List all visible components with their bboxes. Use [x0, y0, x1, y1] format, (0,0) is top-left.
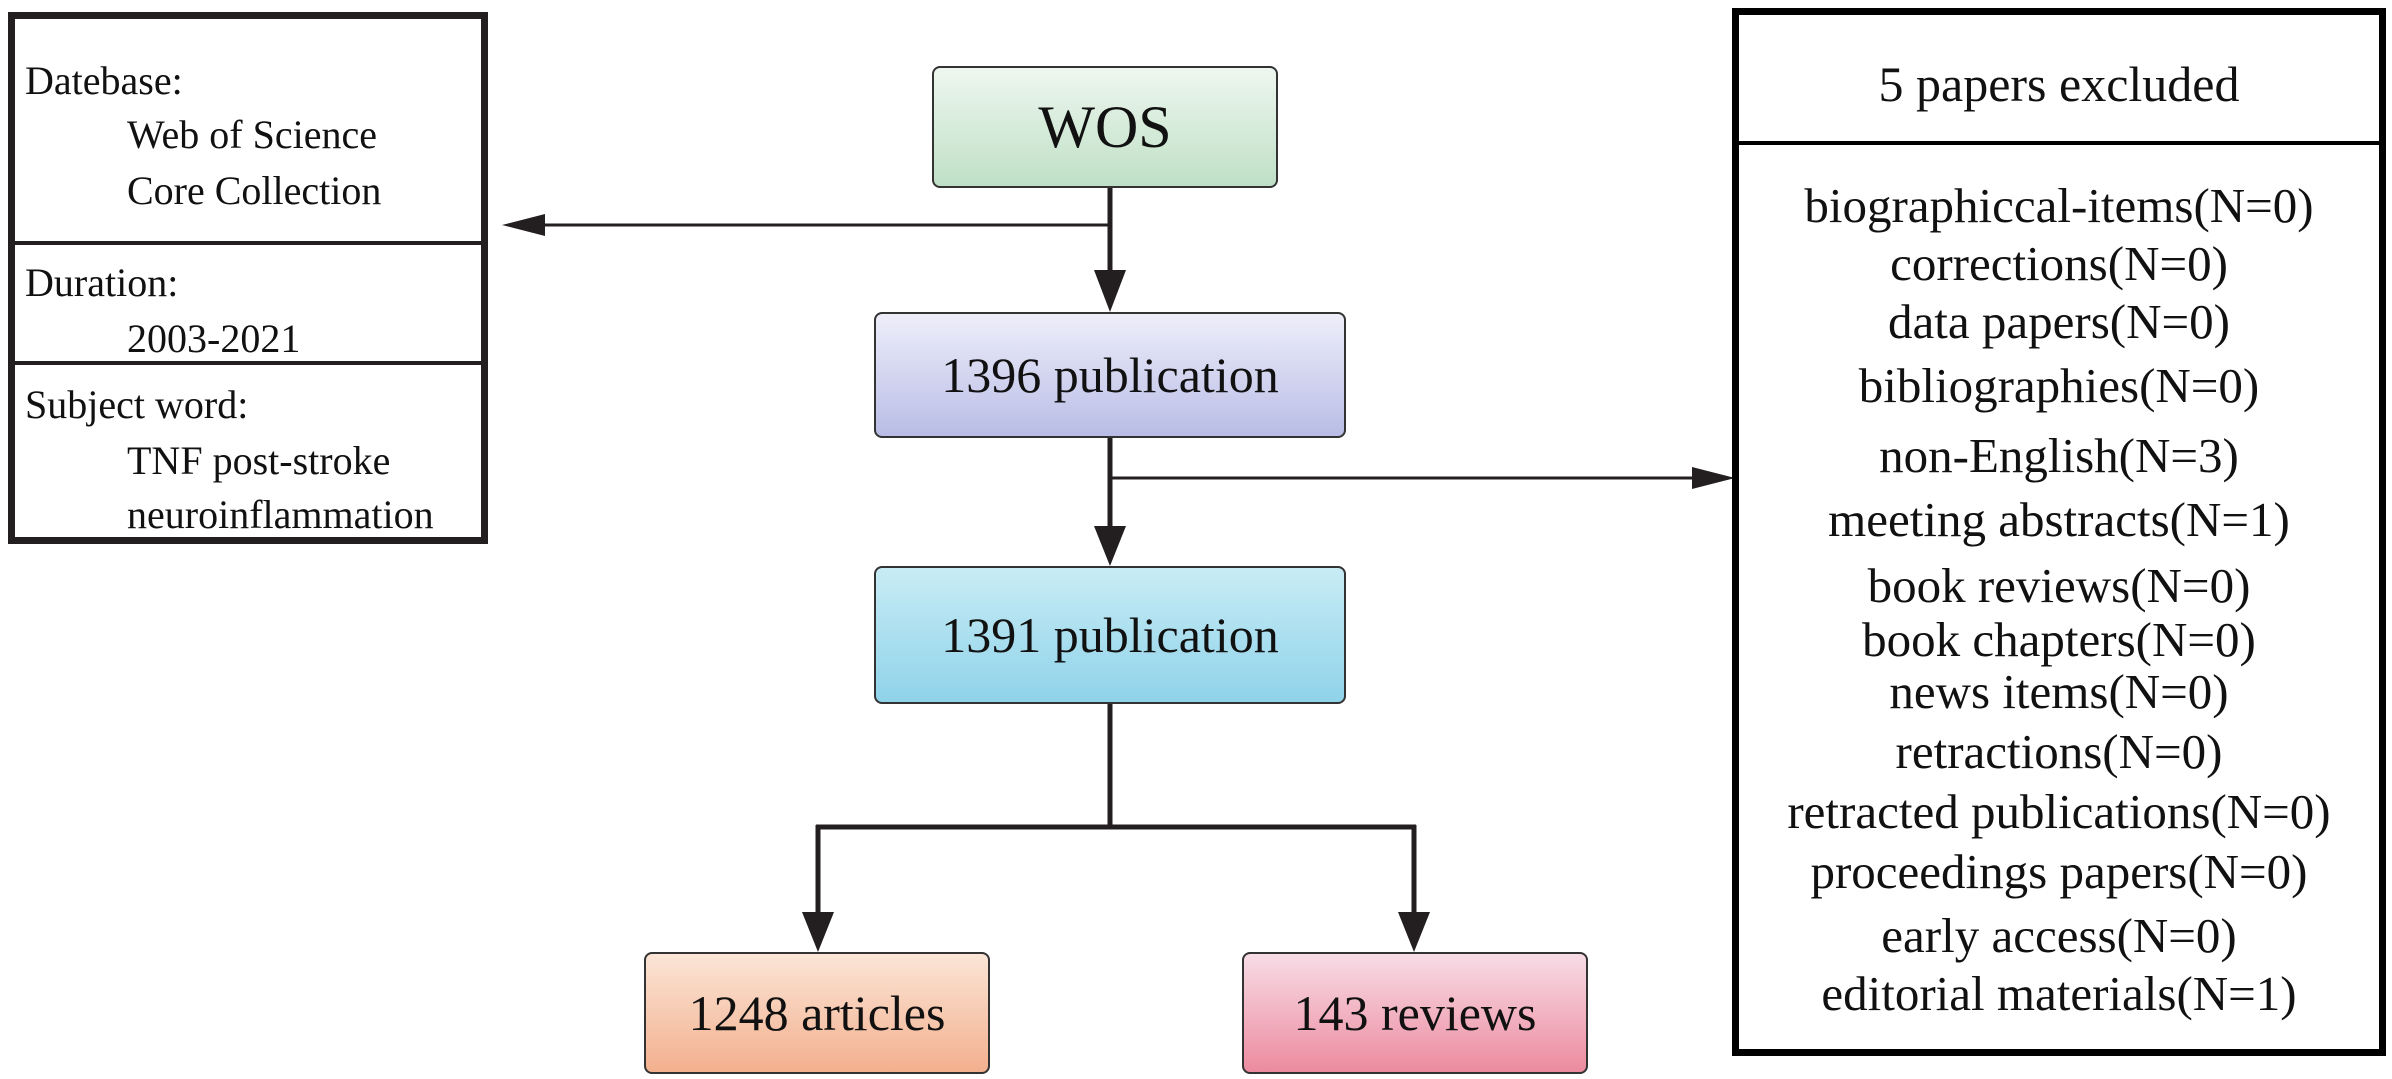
excluded-item: retractions(N=0): [1895, 724, 2223, 779]
reviews-node: 143 reviews: [1242, 952, 1588, 1074]
arrow-to-excluded-panel: [1110, 467, 1735, 489]
divider: [1739, 141, 2379, 145]
excluded-item: book chapters(N=0): [1862, 612, 2256, 667]
subject-line: neuroinflammation: [127, 492, 434, 537]
duration-label: Duration:: [25, 260, 179, 305]
duration-value: 2003-2021: [127, 316, 301, 361]
excluded-item: non-English(N=3): [1879, 428, 2239, 483]
excluded-title: 5 papers excluded: [1878, 56, 2240, 112]
publication-1391-node: 1391 publication: [874, 566, 1346, 704]
excluded-item: data papers(N=0): [1888, 294, 2230, 349]
excluded-item: proceedings papers(N=0): [1810, 844, 2308, 899]
arrow-1391-split: [802, 704, 1430, 952]
database-section: Datebase: Web of Science Core Collection: [15, 19, 481, 241]
subject-label: Subject word:: [25, 382, 249, 427]
publication-1396-node: 1396 publication: [874, 312, 1346, 438]
wos-node: WOS: [932, 66, 1278, 188]
subject-section: Subject word: TNF post-stroke neuroinfla…: [15, 365, 481, 545]
database-line: Web of Science: [127, 112, 377, 157]
excluded-item: biographiccal-items(N=0): [1804, 178, 2314, 233]
divider: [15, 241, 481, 245]
excluded-item: bibliographies(N=0): [1858, 358, 2260, 413]
duration-section: Duration: 2003-2021: [15, 245, 481, 367]
excluded-item: book reviews(N=0): [1867, 558, 2251, 613]
database-label: Datebase:: [25, 58, 183, 103]
excluded-item: early access(N=0): [1881, 908, 2237, 963]
excluded-item: corrections(N=0): [1890, 236, 2228, 291]
subject-line: TNF post-stroke: [127, 438, 391, 483]
search-criteria-panel: Datebase: Web of Science Core Collection…: [8, 12, 488, 544]
arrow-wos-to-1396: [1094, 188, 1126, 312]
excluded-item: editorial materials(N=1): [1821, 966, 2297, 1021]
articles-node: 1248 articles: [644, 952, 990, 1074]
excluded-item: news items(N=0): [1889, 664, 2229, 719]
excluded-panel: 5 papers excluded biographiccal-items(N=…: [1732, 8, 2386, 1056]
arrow-to-info-panel: [502, 214, 1110, 236]
divider: [15, 361, 481, 365]
excluded-item: meeting abstracts(N=1): [1828, 492, 2290, 547]
arrow-1396-to-1391: [1094, 438, 1126, 566]
excluded-item: retracted publications(N=0): [1787, 784, 2331, 839]
database-line: Core Collection: [127, 168, 382, 213]
